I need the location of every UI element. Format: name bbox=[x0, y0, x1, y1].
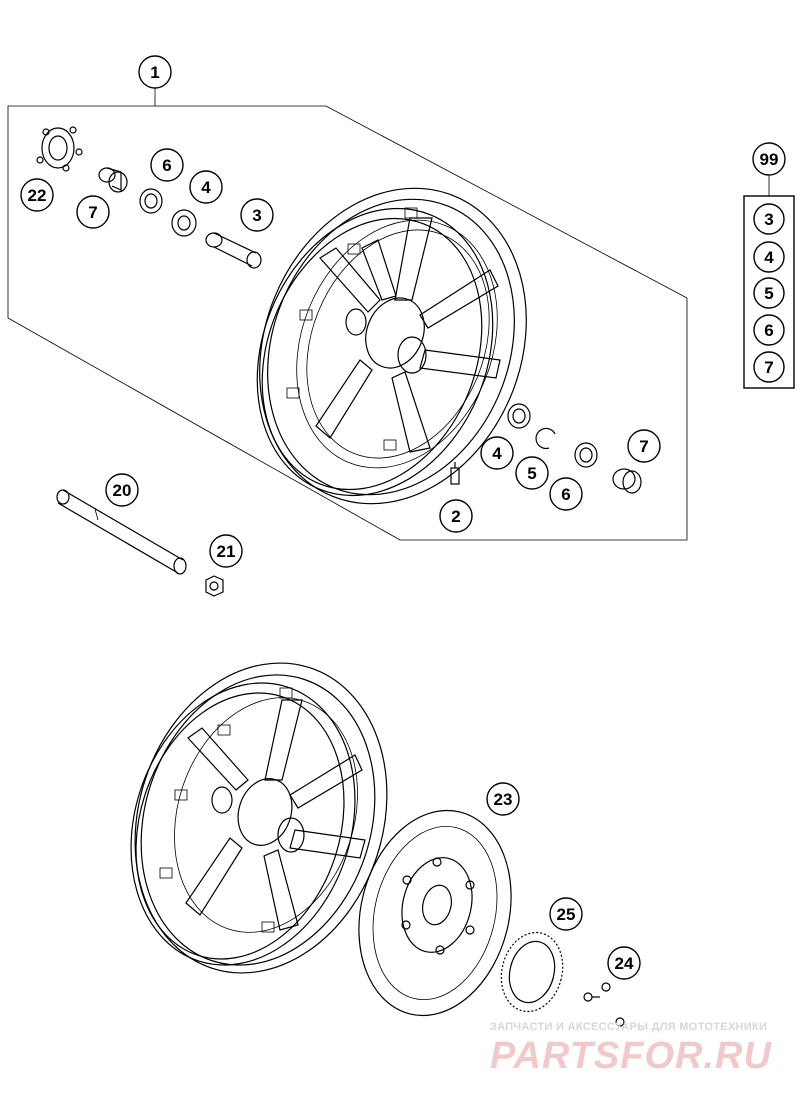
svg-text:99: 99 bbox=[760, 150, 779, 169]
callout-99[interactable]: 99 bbox=[752, 142, 786, 176]
svg-text:7: 7 bbox=[639, 437, 648, 456]
svg-text:20: 20 bbox=[113, 481, 132, 500]
svg-text:4: 4 bbox=[492, 444, 502, 463]
callout-22[interactable]: 22 bbox=[20, 178, 54, 212]
svg-text:7: 7 bbox=[88, 203, 97, 222]
collar-nut-part bbox=[205, 575, 224, 597]
svg-text:23: 23 bbox=[494, 790, 513, 809]
shaft-seal-part bbox=[139, 188, 163, 214]
callout-3[interactable]: 3 bbox=[240, 198, 274, 232]
svg-text:5: 5 bbox=[527, 464, 536, 483]
kit-box bbox=[743, 195, 795, 389]
svg-text:5: 5 bbox=[764, 284, 773, 303]
kit-item-6[interactable]: 6 bbox=[753, 314, 785, 346]
svg-text:3: 3 bbox=[252, 206, 261, 225]
front-wheel-assembly bbox=[256, 187, 527, 505]
callout-1[interactable]: 1 bbox=[138, 55, 172, 89]
kit-item-5[interactable]: 5 bbox=[753, 277, 785, 309]
svg-text:22: 22 bbox=[28, 186, 47, 205]
callout-7[interactable]: 7 bbox=[627, 429, 661, 463]
svg-text:24: 24 bbox=[615, 954, 634, 973]
svg-text:7: 7 bbox=[764, 358, 773, 377]
callout-4[interactable]: 4 bbox=[189, 170, 223, 204]
callout-24[interactable]: 24 bbox=[607, 946, 641, 980]
callout-23[interactable]: 23 bbox=[486, 782, 520, 816]
svg-text:3: 3 bbox=[764, 210, 773, 229]
watermark-logo: PARTSFOR.RU bbox=[490, 1035, 772, 1077]
shaft-seal-part bbox=[574, 442, 598, 468]
kit-item-4[interactable]: 4 bbox=[753, 241, 785, 273]
kit-item-3[interactable]: 3 bbox=[753, 203, 785, 235]
abs-sensor-ring-part bbox=[36, 126, 83, 172]
spacer-bushing-part bbox=[612, 468, 642, 494]
disc-screw-part bbox=[583, 982, 625, 1027]
callout-6[interactable]: 6 bbox=[150, 148, 184, 182]
callout-6[interactable]: 6 bbox=[549, 477, 583, 511]
wheel-rim-exploded bbox=[130, 662, 388, 974]
callout-4[interactable]: 4 bbox=[480, 436, 514, 470]
svg-text:2: 2 bbox=[451, 507, 460, 526]
abs-pulse-ring-part bbox=[500, 931, 564, 1013]
ball-bearing-part bbox=[507, 403, 531, 429]
ball-bearing-part bbox=[171, 209, 197, 237]
svg-text:6: 6 bbox=[561, 485, 570, 504]
brake-disc-part bbox=[358, 809, 512, 1017]
callout-5[interactable]: 5 bbox=[515, 456, 549, 490]
svg-text:1: 1 bbox=[150, 63, 159, 82]
assembly-boundary bbox=[7, 105, 688, 541]
callouts: 1 22 6 4 7 3 4 5 6 7 2 20 21 23 25 24 99… bbox=[20, 55, 786, 980]
svg-text:6: 6 bbox=[764, 321, 773, 340]
circlip-part bbox=[535, 427, 556, 450]
callout-21[interactable]: 21 bbox=[209, 534, 243, 568]
svg-text:4: 4 bbox=[201, 178, 211, 197]
callout-25[interactable]: 25 bbox=[549, 897, 583, 931]
svg-text:4: 4 bbox=[764, 248, 774, 267]
svg-text:25: 25 bbox=[557, 905, 576, 924]
callout-2[interactable]: 2 bbox=[439, 499, 473, 533]
tire-valve-part bbox=[450, 462, 460, 485]
kit-item-7[interactable]: 7 bbox=[753, 351, 785, 383]
svg-text:6: 6 bbox=[162, 156, 171, 175]
callout-7[interactable]: 7 bbox=[76, 195, 110, 229]
watermark-tagline: ЗАПЧАСТИ И АКСЕССУАРЫ ДЛЯ МОТОТЕХНИКИ bbox=[490, 1021, 767, 1033]
spacer-bushing-part bbox=[98, 167, 128, 193]
callout-20[interactable]: 20 bbox=[105, 473, 139, 507]
wheel-spindle-part bbox=[56, 489, 187, 575]
spacer-sleeve-part bbox=[205, 232, 262, 269]
svg-text:21: 21 bbox=[217, 542, 236, 561]
